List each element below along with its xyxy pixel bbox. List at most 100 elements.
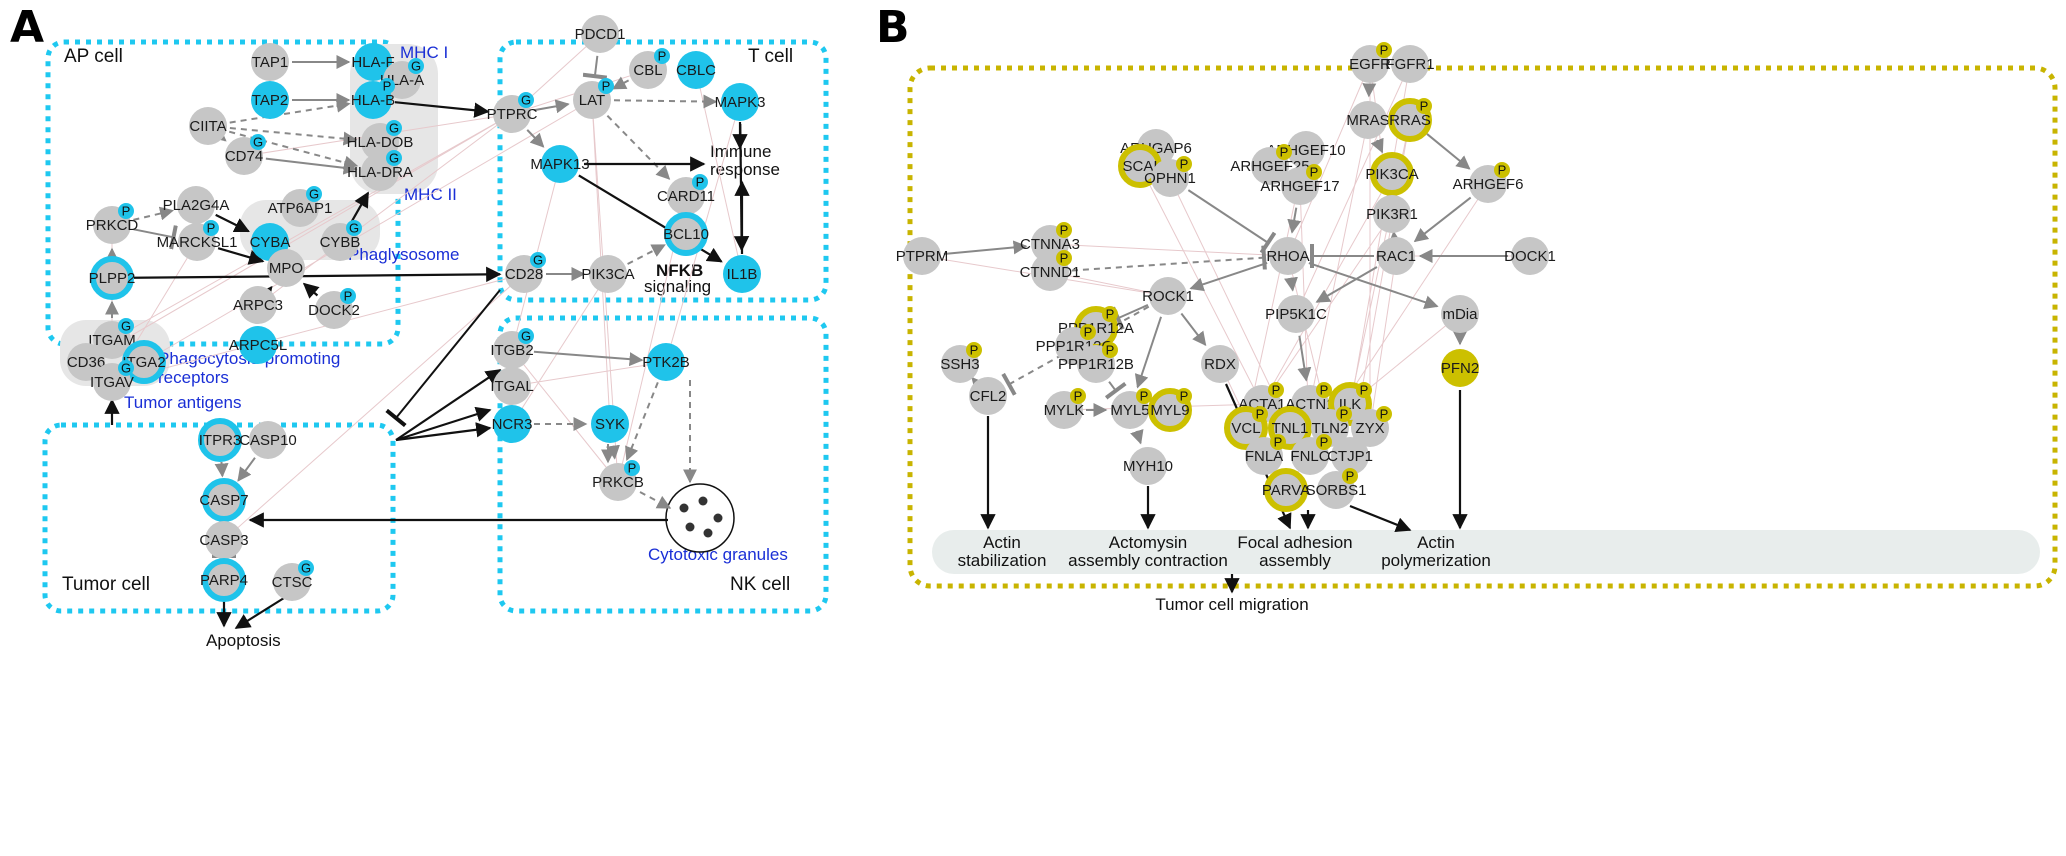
edge-rras-arhgef6	[1426, 133, 1471, 170]
node-il1b: IL1B	[723, 255, 761, 293]
node-fgfr1: FGFR1	[1385, 45, 1435, 83]
node-circle	[239, 286, 277, 324]
node-ptk2b: PTK2B	[642, 343, 690, 381]
node-circle	[969, 377, 1007, 415]
node-rhoa: RHOA	[1266, 237, 1310, 275]
modification-badge	[1356, 382, 1372, 398]
actin-stab-label-2: stabilization	[958, 551, 1047, 570]
node-circle	[249, 421, 287, 459]
node-label: CTSC	[272, 574, 313, 591]
migration-label: Tumor cell migration	[1155, 595, 1308, 614]
modification-badge	[340, 288, 356, 304]
edge-ophn1-rhoa	[1187, 189, 1277, 254]
edge-prkcb-granules	[639, 491, 672, 509]
faint-edge-10	[511, 273, 609, 425]
modification-badge	[1056, 250, 1072, 266]
node-circle	[1377, 237, 1415, 275]
node-label: MPO	[269, 260, 303, 277]
node-label: PIK3CA	[1365, 166, 1418, 183]
node-circle	[721, 83, 759, 121]
modification-badge-label: P	[344, 289, 353, 304]
edge-casp10-casp7	[237, 457, 256, 482]
edge-arhgef6-rac1	[1413, 196, 1472, 243]
modification-badge	[654, 48, 670, 64]
node-label: TNL1	[1272, 420, 1309, 437]
modification-badge-label: P	[1320, 435, 1329, 450]
node-label: FNLA	[1245, 448, 1283, 465]
edge-mras-pik3ca_b	[1370, 137, 1384, 154]
modification-badge	[966, 342, 982, 358]
node-label: RHOA	[1266, 248, 1309, 265]
immune-response-label-2: response	[710, 160, 780, 179]
node-circle	[67, 343, 105, 381]
node-label: PLPP2	[89, 270, 136, 287]
modification-badge-label: G	[253, 135, 263, 150]
edge-ptk2b-prkcb	[625, 382, 659, 462]
modification-badge-label: P	[1180, 157, 1189, 172]
node-label: HLA-DRA	[347, 164, 413, 181]
edge-ptprc-lat	[533, 99, 570, 114]
cytotoxic-granule-icon	[665, 483, 735, 553]
actomyosin-label-1: Actomysin	[1109, 533, 1187, 552]
node-ciita: CIITA	[189, 107, 227, 145]
edge-rock1-rdx	[1180, 312, 1207, 347]
node-dock1: DOCK1	[1504, 237, 1556, 275]
node-label: CBLC	[676, 62, 716, 79]
node-label: PIK3R1	[1366, 206, 1418, 223]
node-circle	[202, 478, 246, 522]
node-cblc: CBLC	[676, 51, 716, 89]
modification-badge-label: P	[1340, 407, 1349, 422]
modification-badge	[1102, 306, 1118, 322]
node-label: CASP10	[239, 432, 297, 449]
edge-ppp1r12b-myl5	[1104, 381, 1127, 400]
node-label: RDX	[1204, 356, 1236, 373]
modification-badge-label: P	[1256, 407, 1265, 422]
modification-badge-label: P	[1060, 223, 1069, 238]
node-pik3ca-a: PIK3CA	[581, 255, 635, 293]
node-circle	[1277, 295, 1315, 333]
modification-badge-label: P	[122, 204, 131, 219]
node-label: DOCK1	[1504, 248, 1556, 265]
modification-badge-label: P	[1274, 435, 1283, 450]
node-label: HLA-DOB	[347, 134, 414, 151]
edge-rhoa-mdia	[1308, 262, 1439, 309]
tumor-antigens-label: Tumor antigens	[124, 393, 241, 412]
modification-badge-label: P	[1084, 325, 1093, 340]
node-hla-f: HLA-F	[351, 43, 395, 81]
node-label: PARP4	[200, 572, 248, 589]
node-circle	[1287, 131, 1325, 169]
modification-badge	[692, 174, 708, 190]
modification-badge	[118, 318, 134, 334]
faint-edge-2	[143, 99, 593, 363]
modification-badge	[203, 220, 219, 236]
node-label: MYL9	[1150, 402, 1189, 419]
node-circle	[251, 81, 289, 119]
node-label: PIP5K1C	[1265, 306, 1327, 323]
modification-badge-label: G	[533, 253, 543, 268]
node-arpc3: ARPC3	[233, 286, 283, 324]
node-label: OPHN1	[1144, 170, 1196, 187]
tumor-cell-label: Tumor cell	[62, 574, 150, 595]
node-cd36: CD36	[67, 343, 105, 381]
node-label: TLN2	[1312, 420, 1349, 437]
panel-b-box	[907, 65, 2058, 589]
faint-edge-9	[223, 273, 525, 541]
edge-hla_b-ptprc	[394, 101, 490, 118]
node-circle	[903, 237, 941, 275]
node-circle	[239, 326, 277, 364]
node-label: CBL	[633, 62, 662, 79]
node-pla2g4a: PLA2G4A	[163, 186, 229, 224]
node-circle	[205, 521, 243, 559]
node-circle	[493, 405, 531, 443]
modification-badge-label: P	[1180, 389, 1189, 404]
node-rock1: ROCK1	[1142, 277, 1194, 315]
faint-edge-35	[1369, 255, 1397, 429]
